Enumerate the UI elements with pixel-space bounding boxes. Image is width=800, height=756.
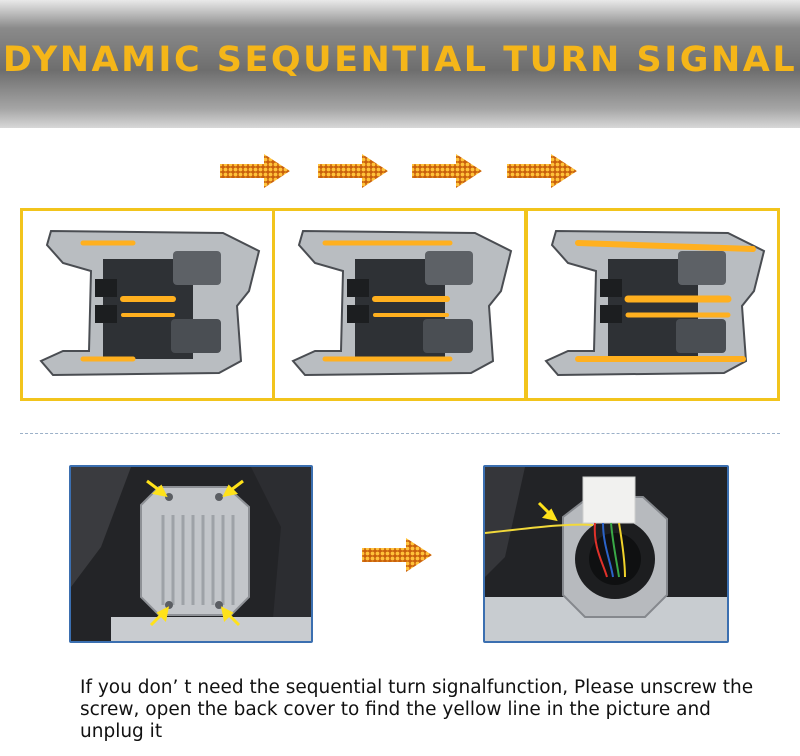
arrow-right-icon bbox=[220, 154, 290, 188]
arrow-right-icon bbox=[412, 154, 482, 188]
controller-photo-closed bbox=[69, 465, 313, 643]
headlight-image bbox=[544, 229, 766, 377]
headlight-panel-3 bbox=[525, 208, 780, 401]
page-title: DYNAMIC SEQUENTIAL TURN SIGNAL bbox=[2, 40, 798, 80]
divider bbox=[20, 433, 780, 434]
arrow-right-icon bbox=[362, 538, 432, 572]
headlight-panel-1 bbox=[20, 208, 275, 401]
controller-photo-open bbox=[483, 465, 729, 643]
arrow-right-icon bbox=[318, 154, 388, 188]
instruction-text: If you don’ t need the sequential turn s… bbox=[80, 677, 754, 742]
controller-photo bbox=[485, 467, 727, 641]
controller-photo bbox=[71, 467, 311, 641]
headlight-image bbox=[39, 229, 261, 377]
arrow-right-icon bbox=[507, 154, 577, 188]
headlight-image bbox=[291, 229, 513, 377]
headlight-panel-2 bbox=[272, 208, 527, 401]
title-banner bbox=[0, 0, 800, 128]
